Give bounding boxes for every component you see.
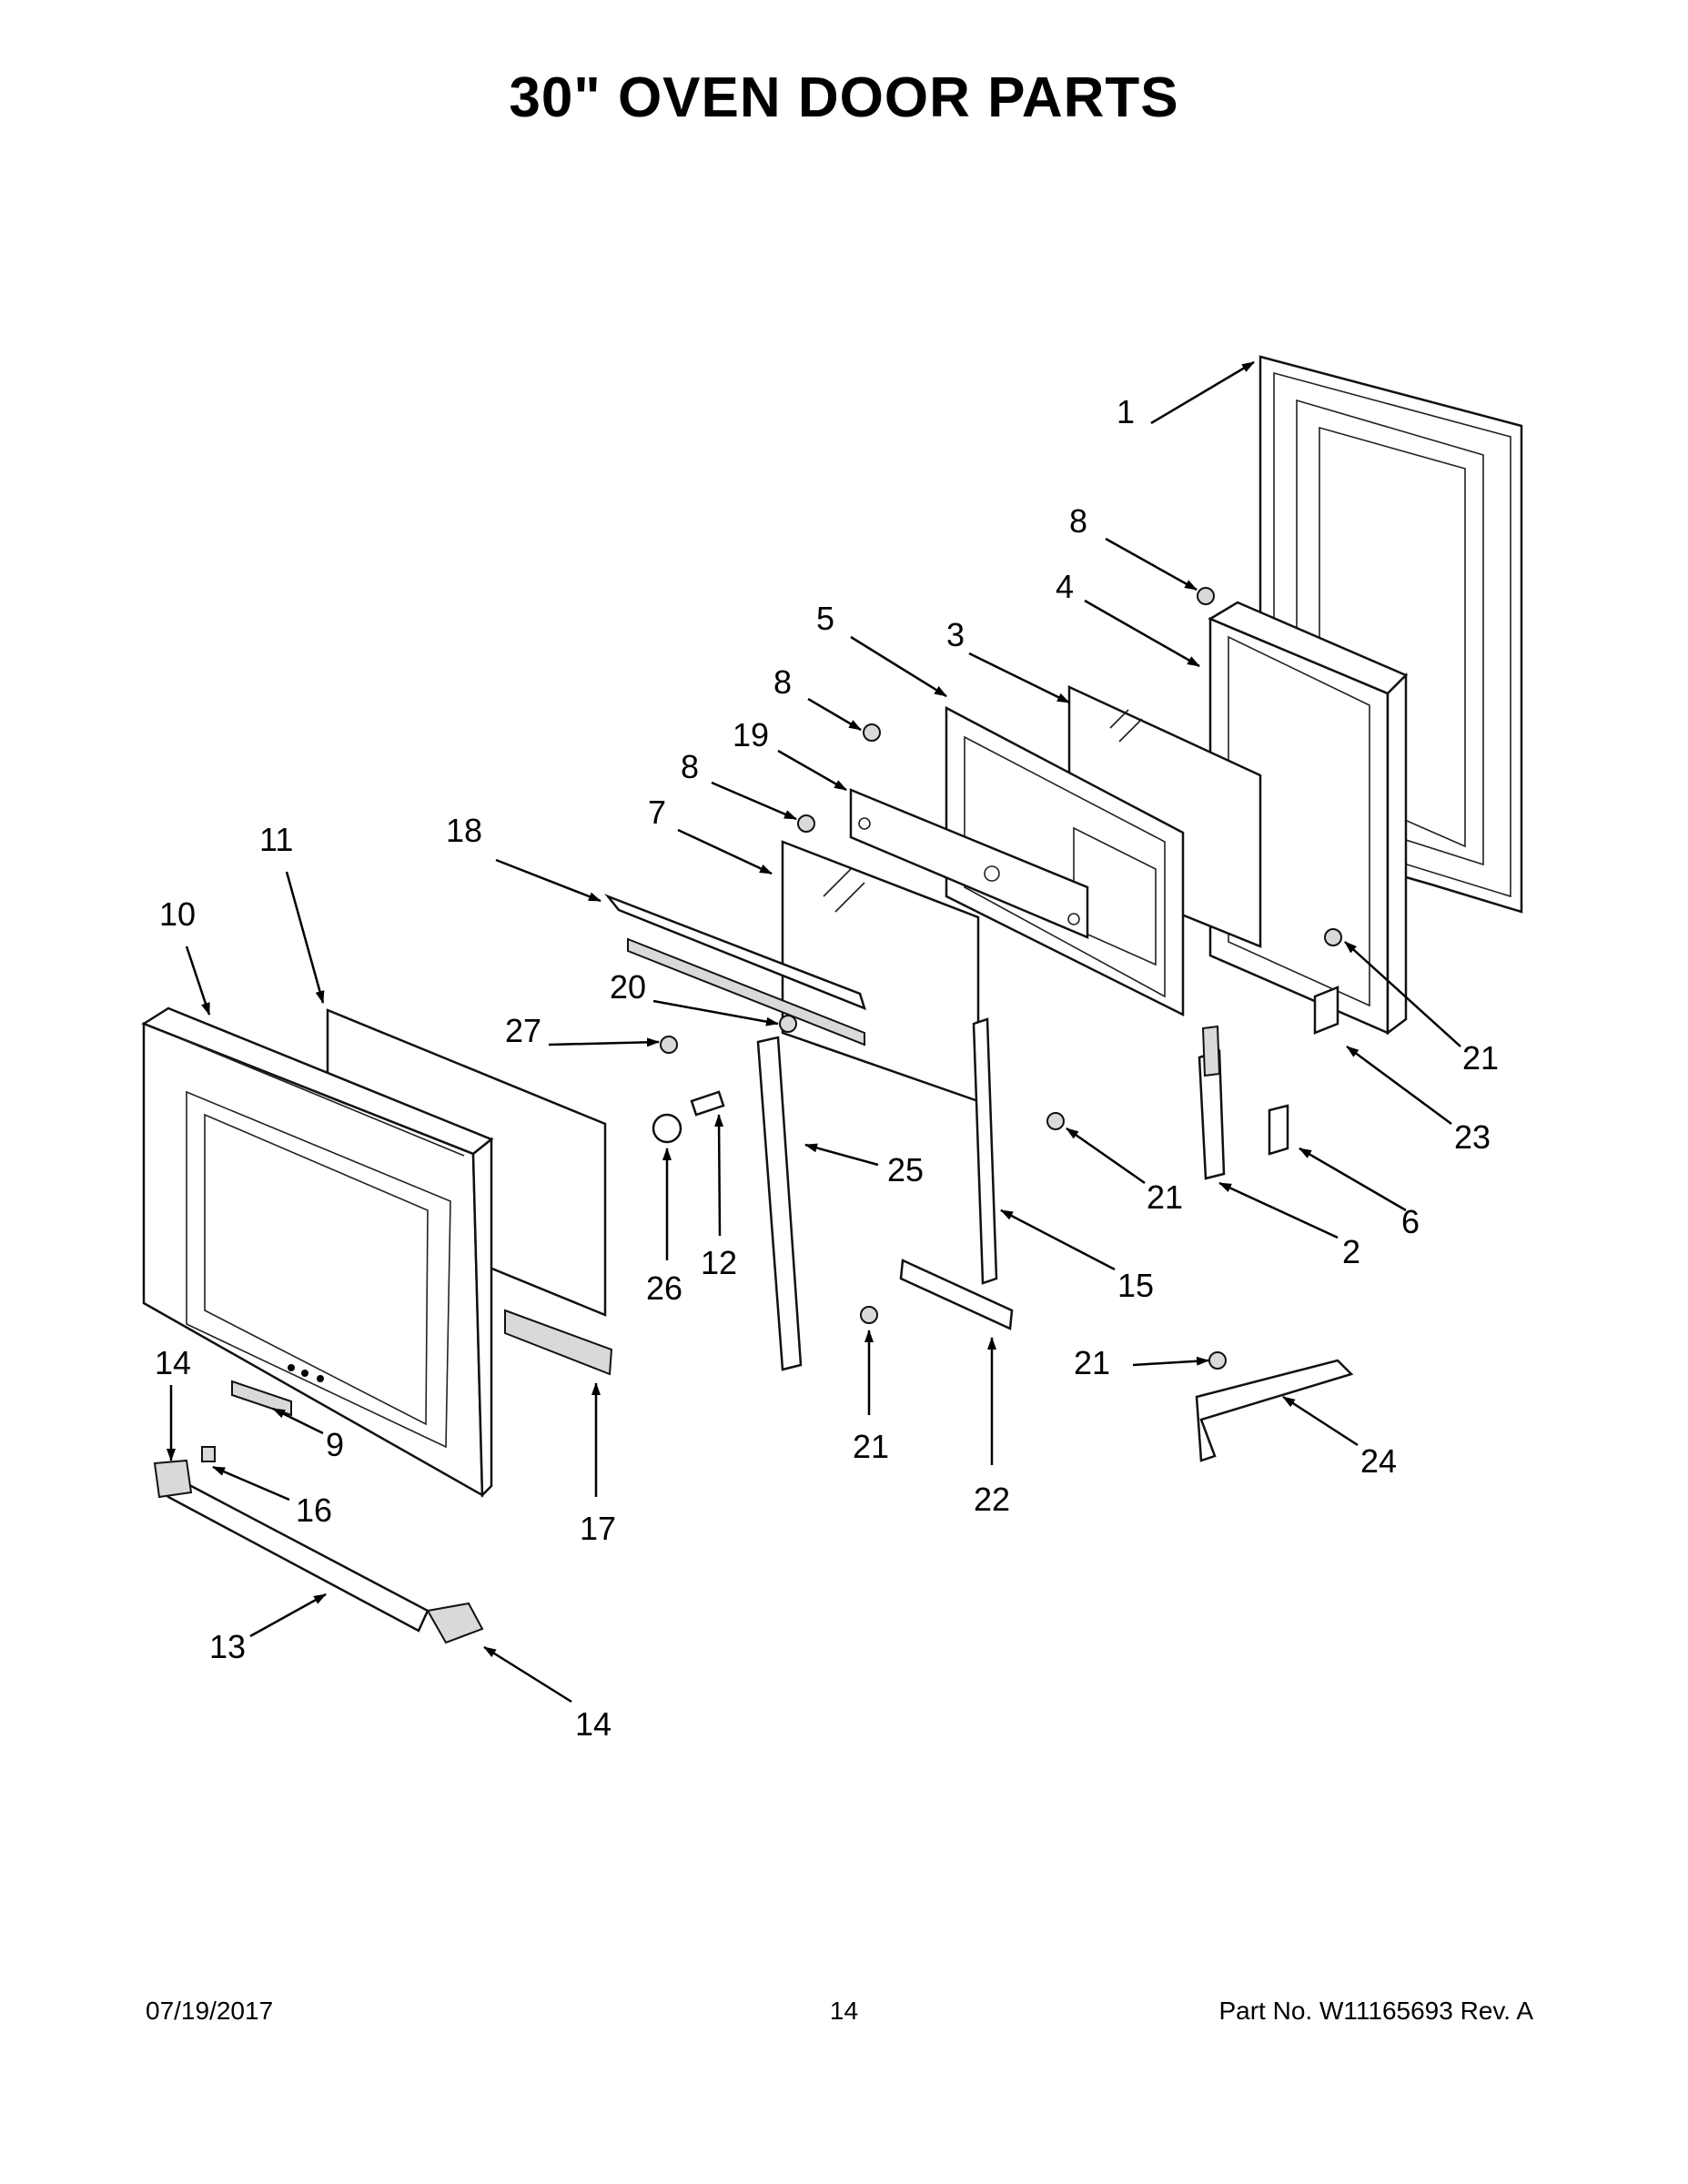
part-6-hinge-receiver (1268, 1104, 1289, 1156)
callout-label: 14 (575, 1705, 612, 1743)
page-title: 30" OVEN DOOR PARTS (509, 66, 1179, 129)
callout-label: 27 (505, 1012, 541, 1049)
part-24-hinge-bracket (1195, 1359, 1354, 1462)
footer-date: 07/19/2017 (146, 1997, 274, 2025)
callout-label: 17 (580, 1510, 616, 1547)
part-2-hinge (1198, 1025, 1226, 1180)
callout-label: 19 (733, 716, 769, 753)
part-15-side-bracket (972, 1017, 998, 1285)
callout-label: 13 (209, 1628, 246, 1665)
part-19-bracket (849, 788, 1089, 939)
callout-label: 24 (1360, 1442, 1397, 1480)
part-18-top-channel (604, 894, 866, 1046)
part-14-handle-end-cap (426, 1602, 484, 1644)
callout-label: 25 (887, 1151, 924, 1188)
callout-label: 18 (446, 812, 482, 849)
callout-label: 15 (1117, 1267, 1154, 1304)
callout-label: 8 (773, 663, 792, 701)
glass-reflection-icon (1109, 709, 1143, 743)
callout-labels: 1 8 4 5 3 8 19 8 7 18 11 10 21 20 27 23 … (155, 393, 1499, 1743)
part-22-bottom-bracket (899, 1259, 1014, 1330)
part-10-outer-door-panel (141, 1006, 494, 1498)
callout-label: 14 (155, 1344, 191, 1381)
callout-label: 23 (1454, 1118, 1491, 1156)
callout-label: 9 (326, 1426, 344, 1463)
callout-label: 5 (816, 600, 834, 637)
glass-reflection-icon (823, 868, 865, 913)
callout-label: 12 (701, 1244, 737, 1281)
part-16-set-screw (201, 1446, 216, 1462)
part-14-handle-end-cap (153, 1459, 193, 1499)
footer-page-number: 14 (829, 1997, 859, 2025)
callout-label: 8 (681, 748, 699, 785)
part-9-badge (231, 1380, 292, 1417)
callout-label: 6 (1401, 1203, 1420, 1240)
callout-label: 8 (1069, 502, 1087, 540)
callout-label: 21 (853, 1428, 889, 1465)
part-17-bottom-trim (504, 1309, 613, 1376)
callout-label: 1 (1117, 393, 1135, 430)
callout-label: 22 (974, 1481, 1010, 1518)
callout-label: 2 (1342, 1233, 1360, 1270)
screw-icons (660, 587, 1342, 1370)
part-13-door-handle (153, 1446, 484, 1644)
callout-label: 11 (259, 821, 293, 858)
callout-label: 21 (1147, 1178, 1183, 1216)
callout-label: 7 (648, 794, 666, 831)
callout-label: 21 (1074, 1344, 1110, 1381)
part-26-nut (652, 1113, 682, 1144)
callout-label: 3 (946, 616, 965, 653)
callout-label: 21 (1462, 1039, 1499, 1077)
callout-leader-lines (167, 360, 1461, 1704)
part-12-screw (690, 1090, 725, 1117)
part-25-side-channel (756, 1036, 803, 1371)
callout-label: 10 (159, 895, 196, 933)
callout-label: 26 (646, 1269, 682, 1307)
callout-label: 20 (610, 968, 646, 1006)
callout-label: 16 (296, 1491, 332, 1529)
part-23-hinge-plate (1313, 986, 1339, 1035)
callout-label: 4 (1056, 568, 1074, 605)
footer-part-number: Part No. W11165693 Rev. A (1218, 1997, 1533, 2025)
